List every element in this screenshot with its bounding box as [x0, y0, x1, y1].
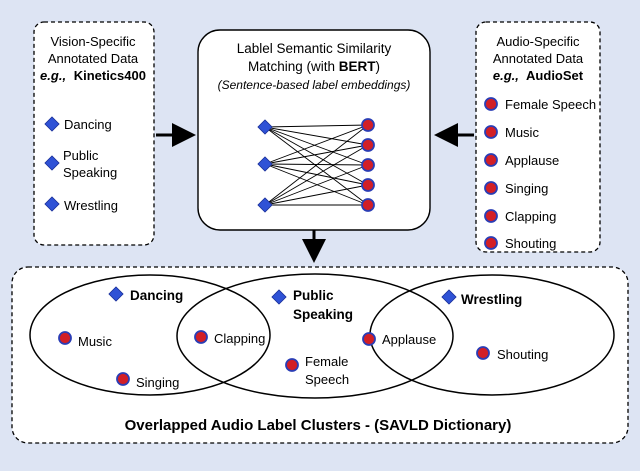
audio-box-title-line2: Annotated Data: [493, 51, 584, 66]
cluster-item-singing: Singing: [136, 375, 179, 390]
graph-audio-node-icon: [361, 178, 375, 192]
clusters-title: Overlapped Audio Label Clusters - (SAVLD…: [125, 417, 512, 434]
matching-subtitle: (Sentence-based label embeddings): [218, 78, 411, 92]
audio-item-shouting: Shouting: [505, 236, 556, 251]
audio-item-music: Music: [505, 125, 539, 140]
cluster-music-dot-icon: [58, 331, 72, 345]
matching-title-line2: Matching (with BERT): [248, 59, 380, 74]
cluster-item-clapping: Clapping: [214, 331, 265, 346]
cluster-label-public: Public: [293, 288, 334, 303]
vision-box-title-line2: Annotated Data: [48, 51, 139, 66]
vision-item-dancing: Dancing: [64, 117, 112, 132]
cluster-item-music: Music: [78, 334, 112, 349]
audio-box-title-line1: Audio-Specific: [496, 34, 580, 49]
vision-eg-prefix: e.g.,: [40, 68, 66, 83]
svg-text:e.g., AudioSet: e.g., AudioSet: [493, 68, 584, 83]
cluster-shouting-dot-icon: [476, 346, 490, 360]
vision-data-box: [33, 21, 155, 246]
vision-eg-dataset: Kinetics400: [74, 68, 146, 83]
audio-dot-icon: [484, 209, 498, 223]
audio-dot-icon: [484, 153, 498, 167]
matching-bert-label: BERT: [339, 59, 377, 74]
cluster-item-speech: Speech: [305, 372, 349, 387]
audio-dot-icon: [484, 125, 498, 139]
cluster-clapping-dot-icon: [194, 330, 208, 344]
graph-audio-node-icon: [361, 198, 375, 212]
audio-eg-dataset: AudioSet: [526, 68, 584, 83]
cluster-item-shouting: Shouting: [497, 347, 548, 362]
audio-dot-icon: [484, 181, 498, 195]
cluster-item-applause: Applause: [382, 332, 436, 347]
cluster-label-wrestling: Wrestling: [461, 292, 522, 307]
cluster-label-dancing: Dancing: [130, 288, 183, 303]
audio-item-singing: Singing: [505, 181, 548, 196]
audio-eg-prefix: e.g.,: [493, 68, 519, 83]
graph-audio-node-icon: [361, 118, 375, 132]
vision-box-title-line1: Vision-Specific: [50, 34, 136, 49]
audio-item-applause: Applause: [505, 153, 559, 168]
matching-line2-prefix: Matching (with: [248, 59, 339, 74]
cluster-singing-dot-icon: [116, 372, 130, 386]
matching-line2-suffix: ): [376, 59, 381, 74]
audio-data-box: [475, 21, 601, 253]
clusters-box: [11, 266, 629, 444]
cluster-label-speaking: Speaking: [293, 307, 353, 322]
cluster-female-speech-dot-icon: [285, 358, 299, 372]
cluster-item-female: Female: [305, 354, 348, 369]
graph-audio-node-icon: [361, 138, 375, 152]
audio-dot-icon: [484, 97, 498, 111]
vision-item-public: Public: [63, 148, 99, 163]
cluster-ellipse-dancing: [29, 274, 271, 396]
matching-title-line1: Lablel Semantic Similarity: [237, 41, 392, 56]
audio-item-female-speech: Female Speech: [505, 97, 596, 112]
cluster-ellipse-public-speaking: [176, 273, 454, 399]
svg-text:e.g., Kinetics400: e.g., Kinetics400: [40, 68, 146, 83]
audio-item-clapping: Clapping: [505, 209, 556, 224]
vision-item-speaking: Speaking: [63, 165, 117, 180]
bipartite-edges: [264, 124, 369, 206]
vision-item-wrestling: Wrestling: [64, 198, 118, 213]
audio-dot-icon: [484, 236, 498, 250]
graph-audio-node-icon: [361, 158, 375, 172]
cluster-applause-dot-icon: [362, 332, 376, 346]
